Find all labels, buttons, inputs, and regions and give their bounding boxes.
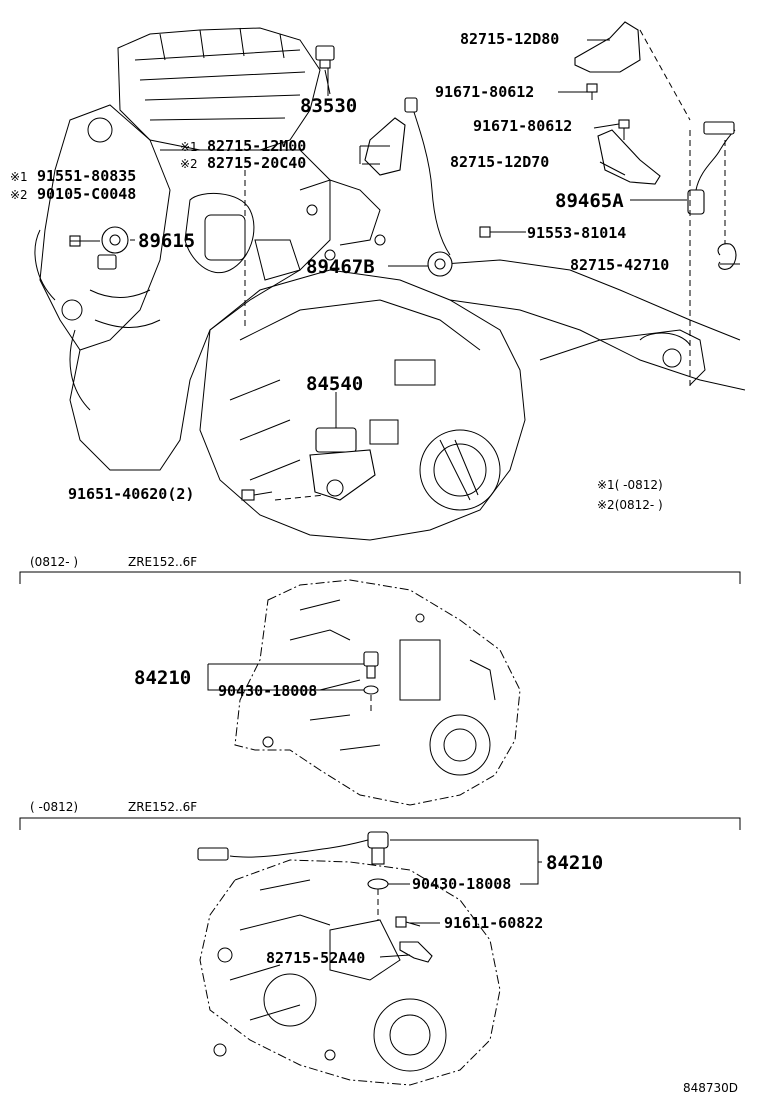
knock-sensor-89615 [69,226,129,270]
bolt-91671-lower [618,119,630,140]
note-mark-1: ※1( -0812) [597,478,663,492]
bolt-91671-upper [586,83,598,100]
section-3-labels: 84210 90430-18008 91611-60822 82715-52A4… [266,852,603,967]
label-82715-12m00: 82715-12M00 [207,137,306,155]
label-90105-c0048: 90105-C0048 [37,185,136,203]
label-84210-b: 84210 [546,852,603,874]
mark-1-12m00: ※1 [180,140,198,154]
label-91551-80835: 91551-80835 [37,167,136,185]
label-91553-81014: 91553-81014 [527,224,626,242]
o-ring-90430-b [367,878,389,890]
section-3-parts [197,831,542,963]
label-89615: 89615 [138,230,195,252]
mark-1-91551: ※1 [10,170,28,184]
speed-sensor-84210-b [197,831,389,865]
section-2-date: (0812- ) [30,555,78,569]
label-82715-12d70: 82715-12D70 [450,153,549,171]
label-90430-18008-b: 90430-18008 [412,875,511,893]
clamp-82715-42710 [717,243,737,270]
mark-2-20c40: ※2 [180,157,198,171]
label-82715-12d80: 82715-12D80 [460,30,559,48]
label-89467b: 89467B [306,256,375,278]
oil-pressure-switch-83530 [315,45,335,96]
section-3-header: ( -0812) ZRE152..6F [19,800,741,830]
bolt-91651 [241,489,273,501]
mark-2-90105: ※2 [10,188,28,202]
section-2-labels: 84210 90430-18008 [134,667,317,700]
bracket-82715-12d70 [597,129,661,185]
bracket-82715-12d80 [574,21,641,73]
note-mark-2: ※2(0812- ) [597,498,663,512]
top-leaders [70,39,740,428]
section-3-date: ( -0812) [30,800,78,814]
label-84540: 84540 [306,373,363,395]
label-84210-a: 84210 [134,667,191,689]
transaxle-illustration-2 [234,579,521,806]
label-91651-40620: 91651-40620(2) [68,485,194,503]
o-ring-90430-a [363,685,379,695]
label-82715-52a40: 82715-52A40 [266,949,365,967]
top-labels: 82715-12D80 91671-80612 83530 91671-8061… [10,30,669,512]
transaxle-illustration-3 [199,859,501,1086]
label-91671-80612-lower: 91671-80612 [473,117,572,135]
label-89465a: 89465A [555,190,624,212]
bolt-91611 [395,916,421,928]
section-2-model: ZRE152..6F [128,555,197,569]
engine-transaxle-illustration [34,27,746,541]
diagram-code: 848730D [683,1081,738,1095]
oxygen-sensor-89465a [687,121,736,390]
section-3-model: ZRE152..6F [128,800,197,814]
label-82715-20c40: 82715-20C40 [207,154,306,172]
section-2-header: (0812- ) ZRE152..6F [19,555,741,584]
oxygen-sensor-89467b [404,97,453,277]
section-2-parts [207,651,379,715]
label-91611-60822: 91611-60822 [444,914,543,932]
label-82715-42710: 82715-42710 [570,256,669,274]
label-91671-80612-upper: 91671-80612 [435,83,534,101]
speed-sensor-84210-a [363,651,379,679]
plate-82715-52a40 [399,941,433,963]
label-90430-18008-a: 90430-18008 [218,682,317,700]
label-83530: 83530 [300,95,357,117]
neutral-switch-84540 [309,427,376,501]
